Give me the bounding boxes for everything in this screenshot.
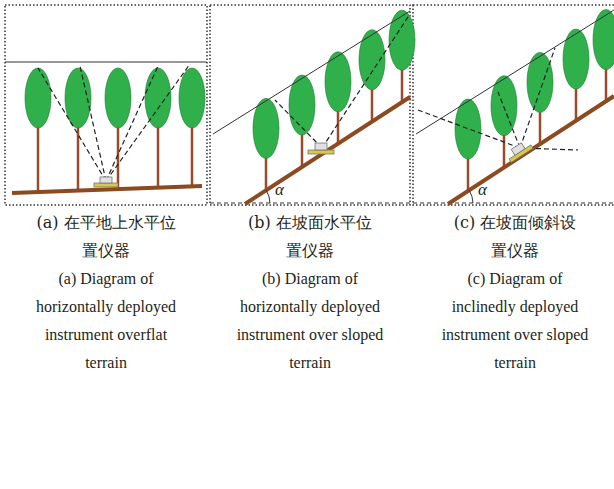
- caption-en: (a) Diagram of horizontally deployed ins…: [31, 265, 181, 377]
- tree-crown: [145, 68, 171, 128]
- caption-zh: (b) 在坡面水平位置仪器: [245, 209, 375, 265]
- instrument: [308, 143, 334, 154]
- tree-crown: [359, 30, 385, 90]
- panel-frame: [210, 5, 410, 205]
- tree-crown: [253, 98, 279, 158]
- caption-zh: (c) 在坡面倾斜设置仪器: [450, 209, 580, 265]
- instrument: [94, 177, 118, 187]
- instrument: [505, 139, 533, 162]
- tree-crown: [563, 29, 589, 89]
- tree-crown: [25, 68, 51, 128]
- ground: [245, 97, 410, 204]
- tree-crown: [593, 10, 614, 70]
- tree-crown: [105, 68, 131, 128]
- panel-frame: [413, 5, 614, 205]
- angle-label: α: [478, 180, 487, 200]
- caption-column: (c) 在坡面倾斜设置仪器(c) Diagram of inclinedly d…: [418, 209, 612, 377]
- caption-column: (b) 在坡面水平位置仪器(b) Diagram of horizontally…: [213, 209, 407, 377]
- angle-label: α: [275, 180, 284, 200]
- caption-column: (a) 在平地上水平位置仪器(a) Diagram of horizontall…: [10, 209, 202, 377]
- tree-crown: [325, 52, 351, 112]
- caption-en: (c) Diagram of inclinedly deployed instr…: [440, 265, 590, 377]
- tree-crown: [455, 99, 481, 159]
- tree-crown: [527, 52, 553, 112]
- panel-frame: [5, 5, 207, 205]
- tree-crown: [179, 68, 205, 128]
- canopy-top-line: [5, 62, 207, 63]
- caption-en: (b) Diagram of horizontally deployed ins…: [235, 265, 385, 377]
- caption-zh: (a) 在平地上水平位置仪器: [31, 209, 181, 265]
- ground: [448, 96, 614, 204]
